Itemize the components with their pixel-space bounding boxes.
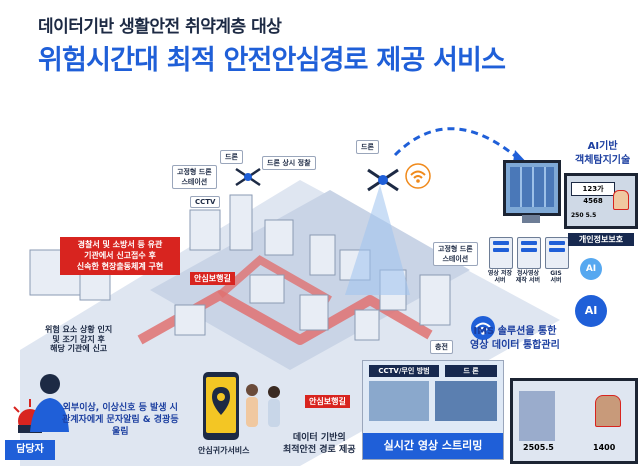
plate-readout: 2505.5 [523,443,554,452]
drone-feed [435,381,497,421]
stream-tab-drone[interactable]: 드 론 [445,365,497,377]
ims-text: IMS 솔루션을 통한 영상 데이터 통합관리 [470,326,560,351]
operator-label: 담당자 [5,440,55,460]
safe-road-tag: 안심보행길 [190,272,235,285]
ai-badge: AI [575,295,607,327]
license-plate: 123가 4568 [571,182,615,205]
privacy-label: 개인정보보호 [568,233,634,246]
safe-road-tag: 안심보행길 [305,395,350,408]
server-label: 영상 저장 서버 [487,270,513,285]
police-response-box: 경찰서 및 소방서 등 유관 기관에서 신고접수 후 신속한 현장출동체계 구현 [60,237,180,276]
monitor-stand [522,215,540,223]
server-icon [517,237,541,269]
server-label: 정사영상 제작 서버 [515,270,541,285]
server-label: GIS 서버 [550,270,562,285]
server-icon [489,237,513,269]
drone-station-tag: 고정형 드론 스테이션 [172,165,217,189]
detection-screen: 123가 4568 250 5.5 [564,173,638,229]
page-subtitle: 데이터기반 생활안전 취약계층 대상 [38,17,282,37]
monitor-screen [503,160,561,216]
wifi-icon [471,316,495,340]
pedestrians-figure [246,384,280,427]
drone-patrol-tag: 드론 상시 정찰 [262,156,316,170]
ai-badge-small: AI [580,258,602,280]
face-detect-box [613,190,629,210]
wifi-icon [405,163,431,189]
page-title: 위험시간대 최적 안전안심경로 제공 서비스 [38,45,506,76]
stream-tab-cctv[interactable]: CCTV/무인 방범 [369,365,439,377]
app-label: 안심귀가서비스 [198,446,250,455]
alert-text: 외부이상, 이상신호 등 발생 시 관계자에게 문자알림 & 경광등 울림 [62,403,179,438]
plate-readout: 250 5.5 [571,212,597,219]
smartphone [203,372,239,440]
plate-readout: 1400 [593,443,616,452]
charge-tag: 충전 [430,340,453,354]
streaming-panel: CCTV/무인 방범 드 론 실시간 영상 스트리밍 [362,360,504,460]
operator-figure [30,374,69,432]
cctv-tag: CCTV [190,196,221,208]
route-text: 데이터 기반의 최적안전 경로 제공 [283,433,356,456]
city-feed [519,391,555,441]
server-icon [545,237,569,269]
stream-title: 실시간 영상 스트리밍 [363,433,503,459]
map-pin-icon [212,387,230,415]
drone-icon [367,168,399,192]
cctv-feed [369,381,429,421]
ai-detect-title: AI기반 객체탐지기술 [575,141,631,166]
drone-tag: 드론 [356,140,379,154]
face-detect-box [595,395,621,427]
drone-tag: 드론 [220,150,243,164]
large-monitor: 2505.5 1400 [510,378,638,464]
drone-station-tag: 고정형 드론 스테이션 [433,242,478,266]
risk-detect-text: 위험 요소 상황 인지 및 조기 감지 후 해당 기관에 신고 [45,325,113,354]
drone-icon [235,167,261,187]
